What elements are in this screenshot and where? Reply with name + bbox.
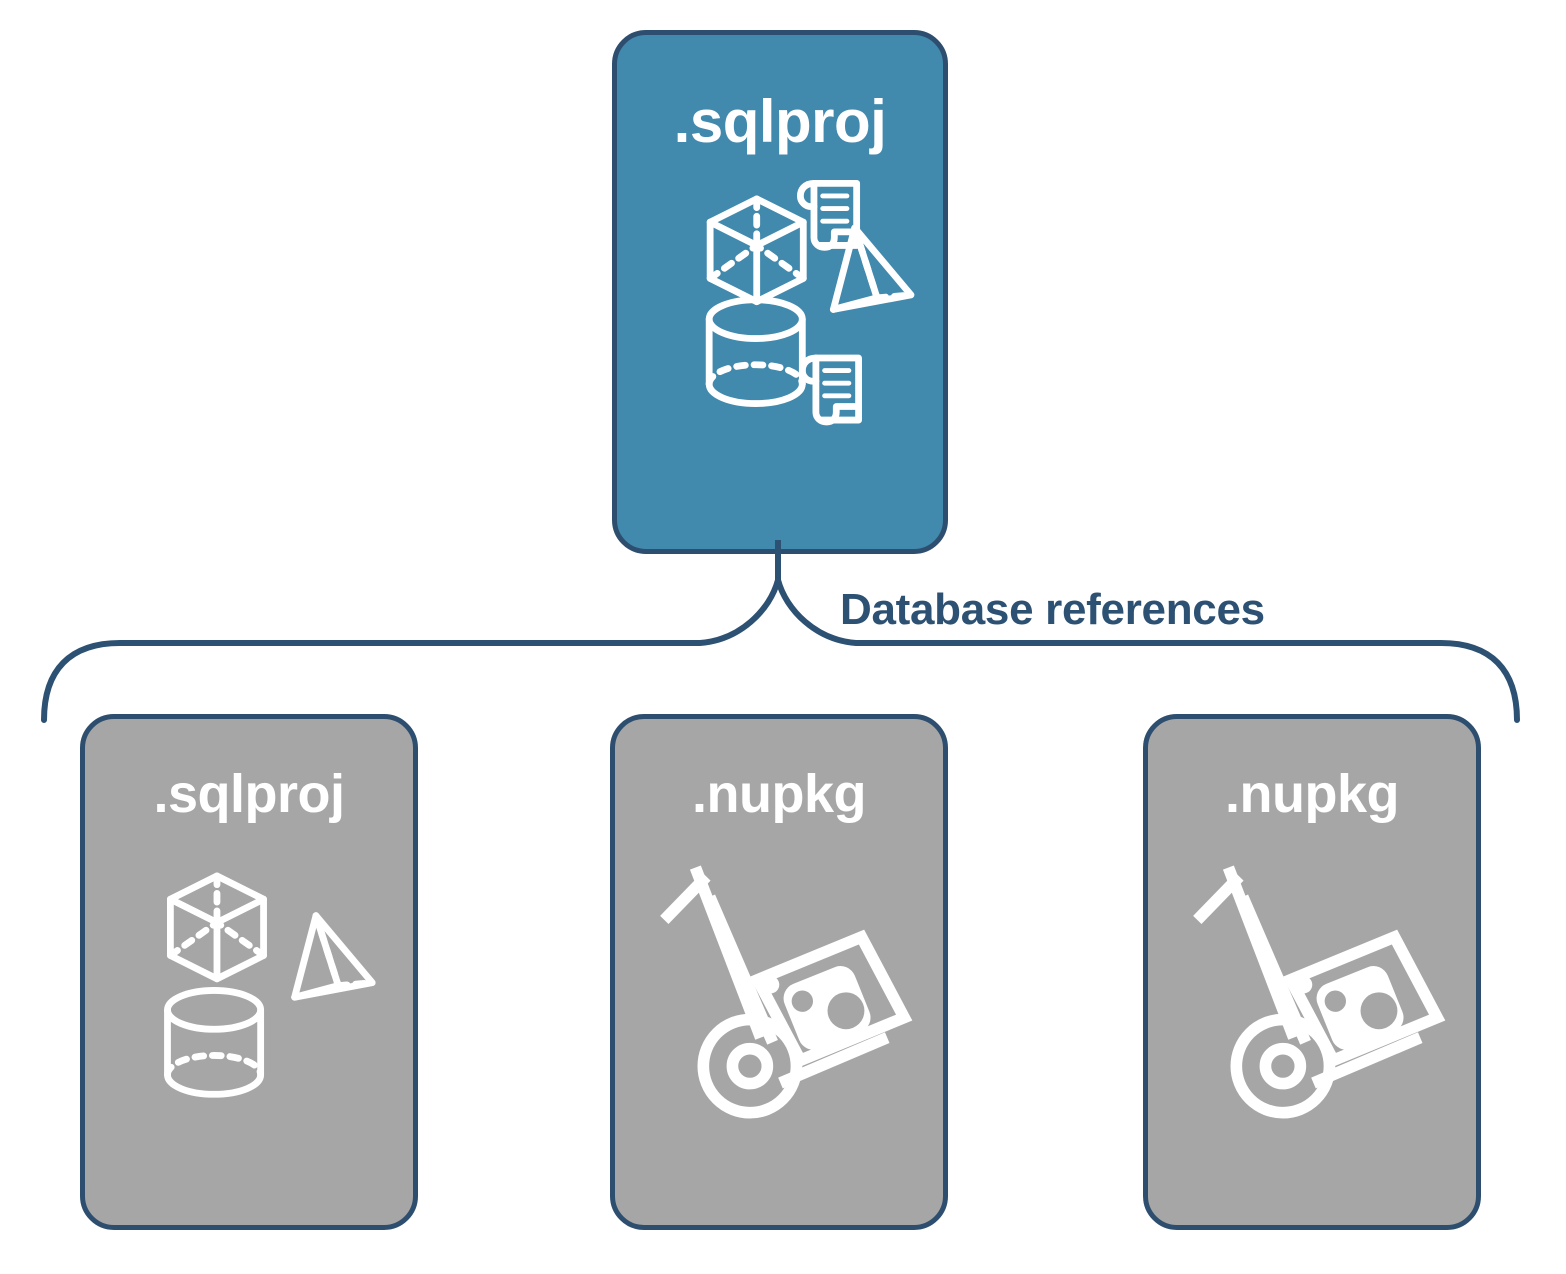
nuget-logo-cutouts: [791, 990, 865, 1030]
database-references-brace: [0, 540, 1566, 760]
nuget-logo-icon: [1294, 966, 1404, 1050]
cylinder-icon: [164, 987, 265, 1098]
reference-card-nupkg-2[interactable]: .nupkg: [1143, 714, 1481, 1230]
database-references-label: Database references: [840, 585, 1265, 634]
hand-truck-package-icon: [1193, 865, 1446, 1119]
scroll-icon: [798, 354, 862, 426]
pyramid-icon: [291, 912, 376, 1001]
nuget-logo-cutouts: [1324, 990, 1398, 1030]
main-sqlproj-card[interactable]: .sqlproj: [612, 30, 948, 554]
reference-card-label: .nupkg: [1225, 764, 1399, 824]
brace-right-arm: [775, 577, 1520, 723]
brace-left-arm: [41, 577, 781, 723]
cube-icon: [706, 195, 807, 306]
cube-icon: [167, 872, 267, 983]
pyramid-icon: [829, 224, 915, 313]
cylinder-icon: [705, 296, 806, 407]
nuget-logo-icon: [761, 966, 871, 1050]
reference-card-label: .nupkg: [692, 764, 866, 824]
hand-truck-package-icon: [660, 865, 913, 1119]
scroll-icon: [796, 179, 861, 251]
reference-card-label: .sqlproj: [153, 764, 345, 824]
reference-card-sqlproj[interactable]: .sqlproj: [80, 714, 418, 1230]
reference-card-nupkg-1[interactable]: .nupkg: [610, 714, 948, 1230]
main-sqlproj-card-label: .sqlproj: [673, 88, 887, 155]
